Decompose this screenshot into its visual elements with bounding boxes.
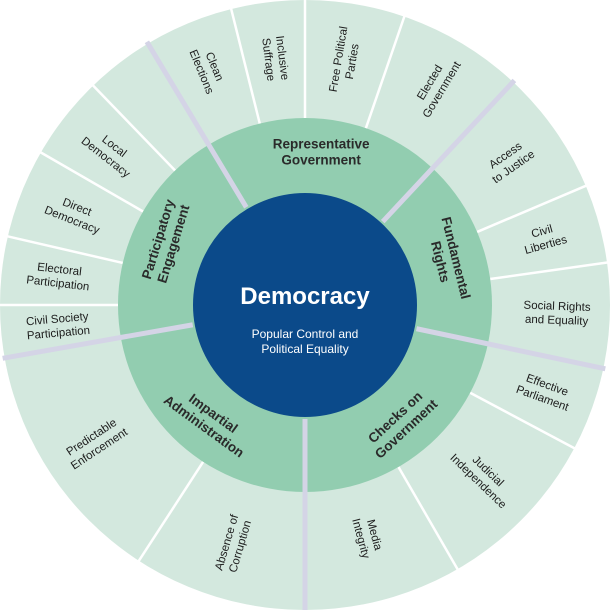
subattribute-label-inclusive-suffrage-line: Inclusive [273,35,290,81]
subattribute-label-social-rights-and-equality-line: Social Rights [523,300,591,314]
attribute-divider [144,40,249,210]
core-circle [191,191,419,419]
subattribute-label-electoral-participation-line: Electoral [36,261,82,278]
subattribute-label-civil-society-participation-line: Participation [26,325,90,342]
subattribute-label-social-rights-and-equality-line: and Equality [525,314,589,328]
core-title: Democracy [240,283,370,310]
subattribute-label-civil-society-participation-line: Civil Society [26,311,90,328]
subattribute-divider [490,261,610,281]
subattribute-divider [90,83,176,172]
core-subtitle-line: Political Equality [261,342,348,356]
attribute-label-representative-government-line: Government [281,152,361,167]
subattribute-label-inclusive-suffrage-line: Suffrage [259,37,276,81]
attribute-divider [2,322,195,361]
subattribute-divider [38,150,144,213]
attribute-divider [415,326,606,372]
subattribute-divider [364,14,407,129]
core-subtitle-line: Popular Control and [252,327,359,341]
attribute-label-representative-government-line: Representative [273,136,370,151]
subattribute-label-civil-liberties-line: Civil [530,223,554,240]
subattribute-divider [476,183,589,234]
subattribute-divider [469,391,577,451]
attribute-divider [380,78,517,225]
subattribute-divider [5,234,124,265]
subattribute-divider [397,466,460,572]
subattribute-label-free-political-parties-line: Parties [344,43,362,81]
subattribute-divider [229,6,261,124]
subattribute-divider [136,461,205,564]
